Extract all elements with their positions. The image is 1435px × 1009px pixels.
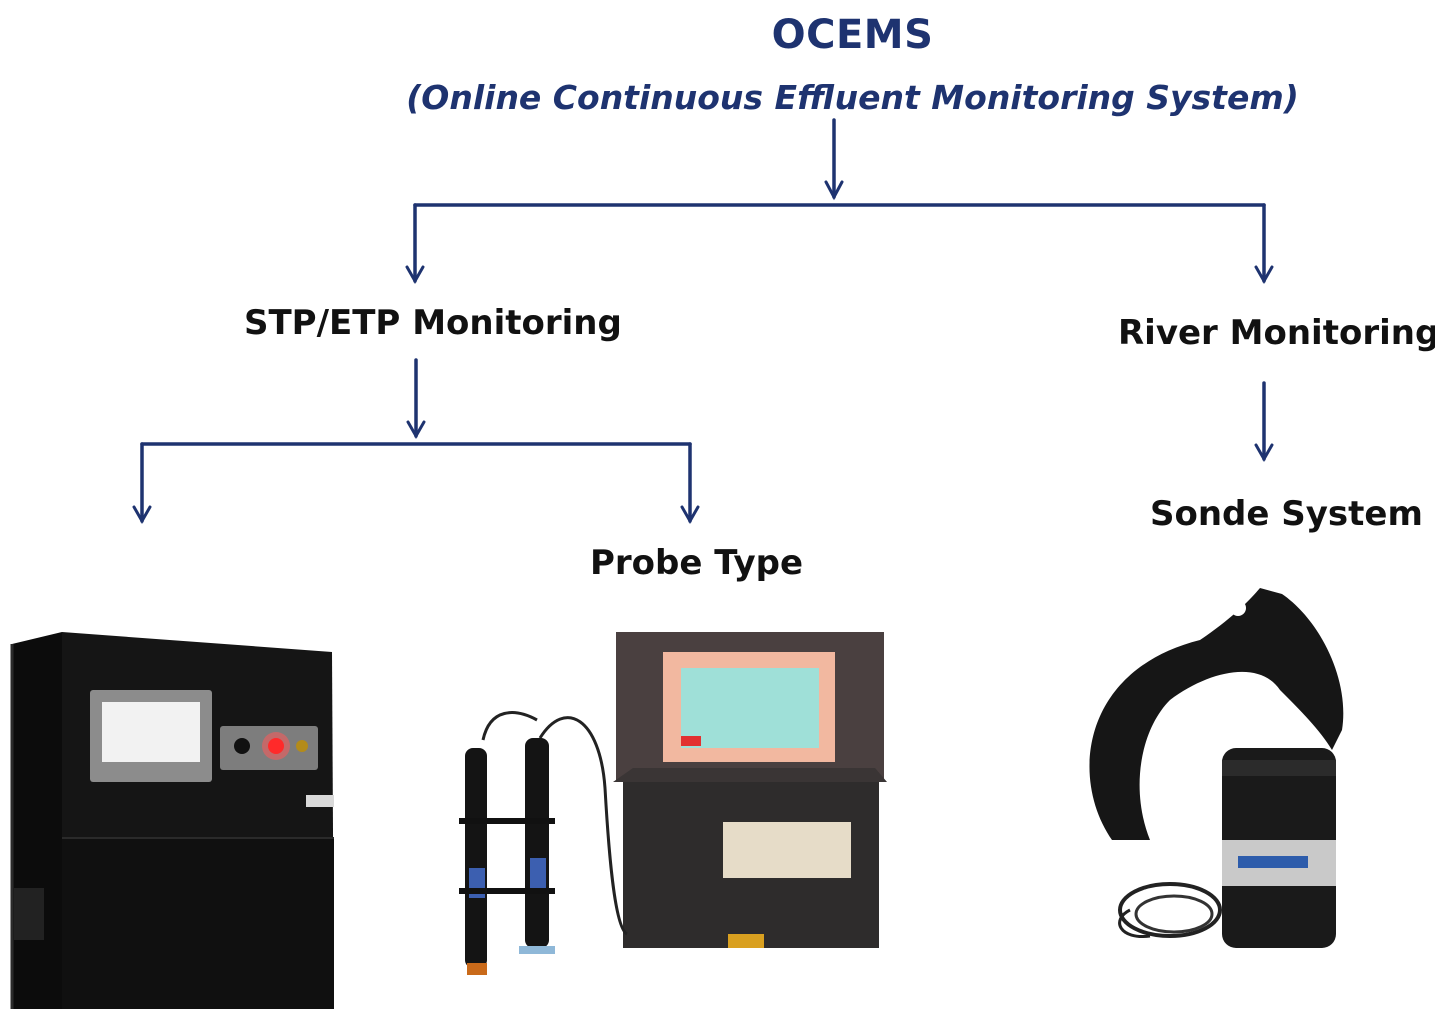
probe-panel-photo — [459, 632, 887, 975]
stp-etp-monitoring-label: STP/ETP Monitoring — [244, 303, 622, 343]
river-monitoring-label: River Monitoring — [1118, 313, 1435, 353]
sonde-system-label: Sonde System — [1150, 494, 1423, 534]
sonde-photo — [1089, 588, 1344, 948]
analyzer-cabinet-photo — [10, 632, 334, 1009]
diagram-subtitle: (Online Continuous Effluent Monitoring S… — [406, 78, 1299, 117]
probe-type-label: Probe Type — [590, 543, 803, 583]
diagram-title: OCEMS — [771, 12, 934, 58]
